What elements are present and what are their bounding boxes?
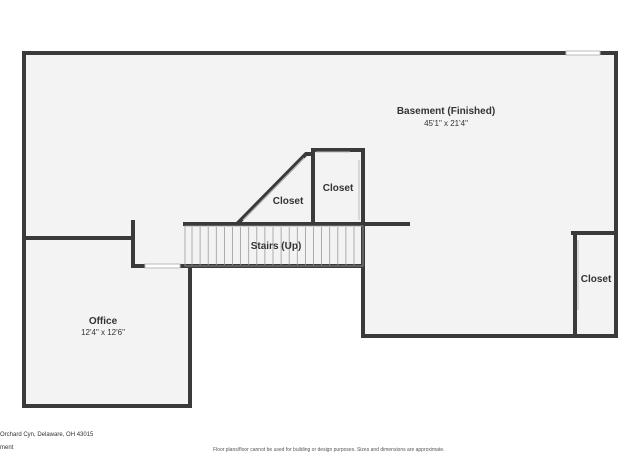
basement-label: Basement (Finished) [397, 106, 495, 117]
office-label: Office [89, 316, 118, 327]
door-openings [242, 151, 579, 310]
stairs-treads [191, 227, 355, 265]
disclaimer-text: Floor plans/floor cannot be used for bui… [213, 447, 445, 453]
address-text: Orchard Cyn, Delaware, OH 43015 [0, 432, 94, 438]
floor-fill [24, 53, 616, 406]
stairs-outline [184, 225, 364, 267]
level-text: ment [0, 445, 14, 451]
basement-dimensions: 45'1" x 21'4" [424, 119, 468, 128]
windows [144, 50, 601, 269]
stairs-label: Stairs (Up) [251, 241, 302, 252]
closet-middle-label: Closet [323, 183, 354, 194]
closet-left-label: Closet [273, 196, 304, 207]
office-dimensions: 12'4" x 12'6" [81, 328, 125, 337]
closet-right-label: Closet [581, 274, 612, 285]
